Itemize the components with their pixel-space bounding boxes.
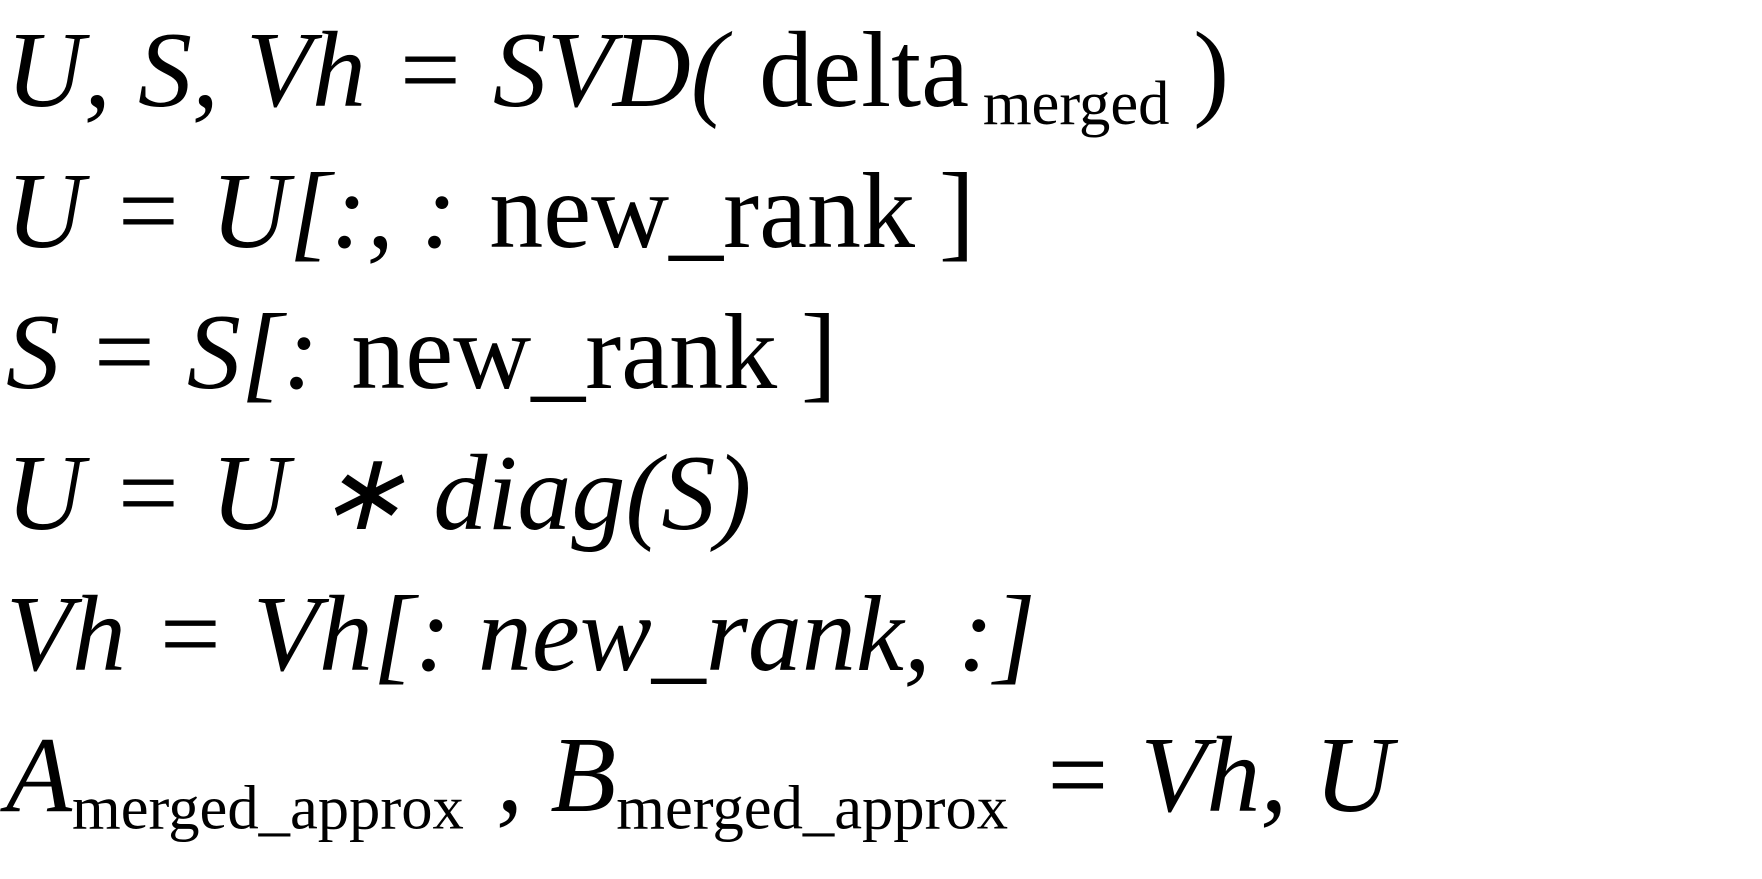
u-slice-expression: U = U[:, : [6, 152, 457, 271]
vh-slice-expression: Vh = Vh[: new_rank, :] [6, 575, 1036, 694]
equation-line-vh-slice: Vh = Vh[: new_rank, :] [6, 564, 1762, 705]
equation-line-result: Amerged_approx, Bmerged_approx= Vh, U [6, 705, 1762, 846]
result-rhs: = Vh, U [1040, 716, 1393, 835]
result-var-a: A [6, 716, 72, 835]
svd-argument: delta [759, 11, 970, 130]
s-slice-close-bracket: ] [800, 293, 837, 412]
result-var-b-subscript: merged_approx [616, 772, 1009, 843]
equation-line-s-slice: S = S[: new_rank] [6, 282, 1762, 423]
result-comma-var-b: , B [496, 716, 617, 835]
s-slice-expression: S = S[: [6, 293, 319, 412]
u-diag-expression: U = U ∗ diag(S) [6, 434, 752, 553]
s-slice-index-name: new_rank [351, 293, 778, 412]
u-slice-close-bracket: ] [938, 152, 975, 271]
u-slice-index-name: new_rank [489, 152, 916, 271]
equation-line-u-diag: U = U ∗ diag(S) [6, 423, 1762, 564]
svd-call-expression: U, S, Vh = SVD( [6, 11, 727, 130]
svd-argument-subscript: merged [982, 67, 1170, 138]
svd-close-paren: ) [1193, 11, 1230, 130]
result-var-a-subscript: merged_approx [71, 772, 464, 843]
equation-line-u-slice: U = U[:, : new_rank] [6, 141, 1762, 282]
